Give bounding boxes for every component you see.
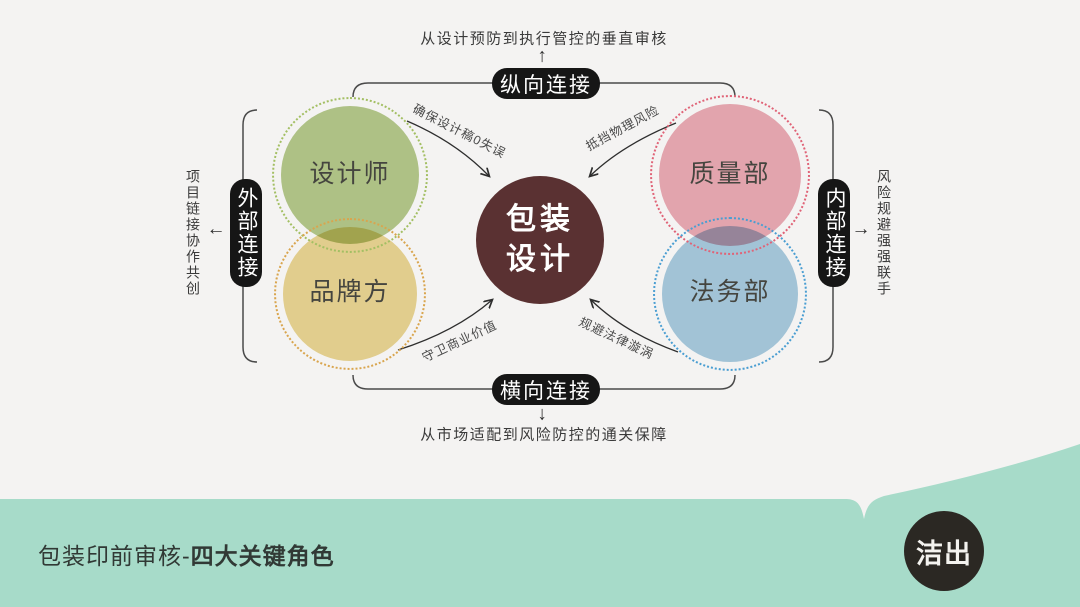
badge-vertical-connection: 纵向连接 <box>492 68 600 99</box>
center-circle-packaging-design: 包装 设计 <box>476 176 604 304</box>
brand-label: 品牌方 <box>309 278 391 306</box>
footer-title-highlight: 四大关键角色 <box>190 543 335 569</box>
brand-to-center-arrow <box>397 300 492 351</box>
right-arrow-icon: → <box>851 218 871 240</box>
quality-label: 质量部 <box>689 160 771 188</box>
designer-to-center-arrow <box>406 120 489 176</box>
badge-external-connection: 外部连接 <box>230 179 262 287</box>
badge-internal-connection: 内部连接 <box>818 179 850 287</box>
center-label-line1: 包装 <box>506 202 574 236</box>
left-connection-note: 项目链接协作共创 <box>185 169 201 297</box>
footer-wave <box>0 444 1080 607</box>
legal-to-center-arrow <box>591 300 679 353</box>
up-arrow-icon: ↑ <box>537 45 547 67</box>
brand-logo: 洁出 <box>904 511 984 591</box>
footer-title: 包装印前审核-四大关键角色 <box>38 537 335 571</box>
legal-label: 法务部 <box>689 278 771 306</box>
top-connection-note: 从设计预防到执行管控的垂直审核 <box>420 30 668 48</box>
left-arrow-icon: ← <box>206 218 226 240</box>
designer-label: 设计师 <box>309 160 391 188</box>
down-arrow-icon: ↓ <box>537 403 547 425</box>
center-label-line2: 设计 <box>506 243 574 276</box>
right-connection-note: 风险规避强强联手 <box>876 169 892 297</box>
legal-circle-ring <box>653 217 807 371</box>
brand-logo-text: 洁出 <box>916 538 972 569</box>
bottom-connection-note: 从市场适配到风险防控的通关保障 <box>420 426 668 444</box>
footer-title-prefix: 包装印前审核- <box>38 543 191 569</box>
badge-horizontal-connection: 横向连接 <box>492 374 600 405</box>
brand-circle-ring <box>274 218 426 370</box>
footer-wave-shape <box>0 444 1080 607</box>
